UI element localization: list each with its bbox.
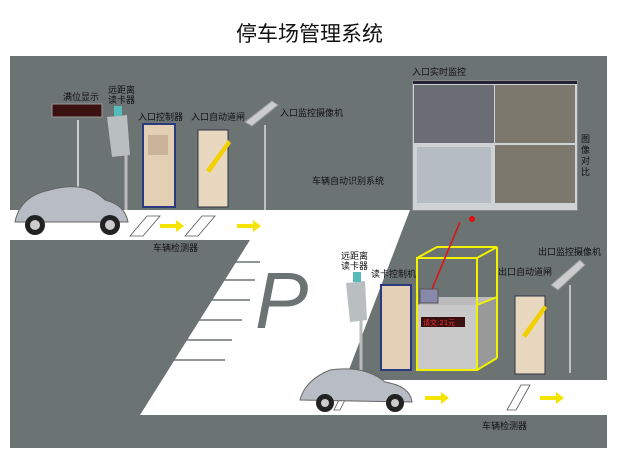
label-detector-2: 车辆检测器 <box>482 422 528 432</box>
label-exit-camera: 出口监控摄像机 <box>538 248 602 258</box>
full-display-board <box>51 103 103 118</box>
label-detector-1: 车辆检测器 <box>153 244 199 254</box>
label-image-compare: 图像对比 <box>581 135 591 178</box>
label-entry-monitor: 入口实时监控 <box>412 68 467 78</box>
parking-sign: P <box>255 256 308 345</box>
label-full-display: 满位显示 <box>63 93 100 103</box>
remote-reader-1 <box>107 115 130 157</box>
toll-booth <box>416 246 498 371</box>
road <box>10 210 607 415</box>
card-controller <box>380 284 412 371</box>
label-card-controller: 读卡控制机 <box>371 270 417 280</box>
entry-camera <box>244 100 279 127</box>
parking-lines <box>172 261 260 361</box>
car-exit <box>299 368 413 412</box>
exit-camera <box>550 259 586 291</box>
label-entry-camera: 入口监控摄像机 <box>280 109 344 119</box>
page-title: 停车场管理系统 <box>236 22 383 46</box>
label-plate-recognition: 车辆自动识别系统 <box>312 177 385 187</box>
exit-gate <box>514 295 546 375</box>
fee-display: 请交:21元 <box>423 319 456 327</box>
car-entry <box>14 186 129 235</box>
laser-link <box>431 221 461 290</box>
label-exit-gate: 出口自动道闸 <box>498 268 553 278</box>
label-entry-controller: 入口控制器 <box>138 113 184 123</box>
label-remote-reader-2: 远距离 读卡器 <box>341 252 369 272</box>
label-entry-gate: 入口自动道闸 <box>191 113 246 123</box>
direction-arrows <box>160 220 564 404</box>
label-remote-reader-1: 远距离 读卡器 <box>108 86 136 106</box>
remote-reader-2 <box>346 281 367 322</box>
entry-monitor-screen <box>412 80 578 211</box>
